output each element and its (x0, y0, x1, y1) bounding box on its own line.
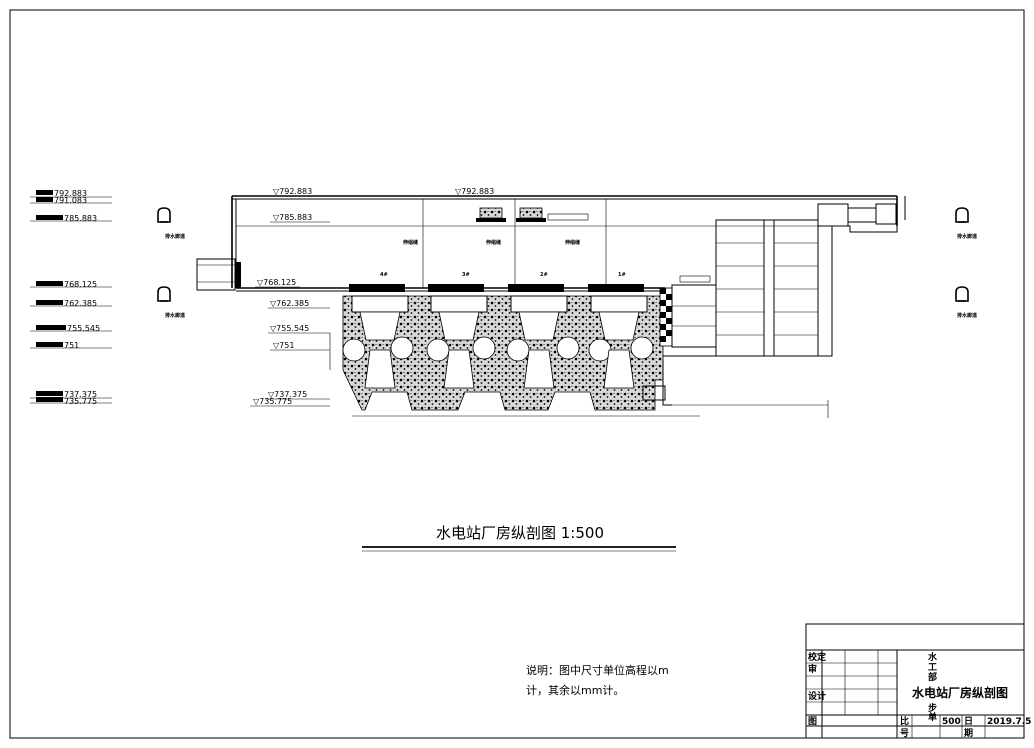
tb-review: 校定 (808, 651, 827, 663)
unit-label-1: 1# (618, 272, 626, 278)
elev-left-2: 791.083 (54, 196, 87, 205)
drainage-gallery-left-upper: 排水廊道 (157, 207, 185, 240)
drainage-label-left-lower: 排水廊道 (165, 312, 185, 319)
unit-label-3: 3# (462, 272, 470, 278)
elev-left-9: 735.775 (64, 397, 97, 406)
drainage-gallery-left-lower: 排水廊道 (157, 286, 185, 319)
elev-turbine: ▽755.545 (270, 324, 309, 333)
elev-left-1: 792.883 (54, 189, 87, 198)
unit-block-4: 4# (342, 272, 414, 389)
elev-draft-b: ▽735.775 (253, 397, 292, 406)
elev-left-4: 768.125 (64, 280, 97, 289)
drainage-label-right-upper: 排水廊道 (957, 233, 977, 240)
expansion-joint-2: 伸缩缝 (485, 239, 501, 246)
elev-floor: ▽768.125 (257, 278, 296, 287)
drawing-title: 水电站厂房纵剖图 1:500 (436, 524, 604, 542)
tb-drawing-no: 图 (808, 716, 817, 727)
tb-scale-value: 500 (942, 717, 961, 727)
unit-block-1: 1# (588, 272, 654, 389)
unit-block-3: 3# (426, 272, 496, 389)
unit-label-4: 4# (380, 272, 388, 278)
elev-crane: ▽785.883 (273, 213, 312, 222)
elev-top-a: ▽792.883 (273, 187, 312, 196)
unit-block-2: 2# (506, 272, 580, 389)
elev-left-3: 785.883 (64, 214, 97, 223)
tb-org-3: 部 (928, 671, 937, 683)
tailrace-outline (662, 360, 672, 406)
elev-left-5: 762.385 (64, 299, 97, 308)
tb-org-2: 工 (928, 662, 937, 673)
drainage-label-left-upper: 排水廊道 (165, 233, 185, 240)
elev-spiral: ▽751 (273, 341, 294, 350)
note-line-1: 说明：图中尺寸单位高程以m (526, 663, 669, 677)
note-line-2: 计，其余以mm计。 (526, 683, 624, 697)
checker-block (659, 287, 673, 347)
elev-draft-a: ▽737.375 (268, 390, 307, 399)
tb-org-4: 步 (928, 702, 937, 714)
elev-top-b: ▽792.883 (455, 187, 494, 196)
expansion-joint-3: 伸缩缝 (564, 239, 580, 246)
tb-design: 设计 (808, 690, 826, 702)
powerhouse-superstructure (196, 195, 906, 292)
tb-number: 号 (900, 728, 909, 739)
drawing-frame (9, 9, 1025, 739)
tb-date-value: 2019.7.5 (987, 717, 1031, 727)
substructure-mass (342, 295, 664, 411)
drainage-gallery-right-lower: 排水廊道 (955, 286, 977, 319)
tb-org-1: 水 (928, 651, 938, 663)
tb-drawing-name: 水电站厂房纵剖图 (912, 685, 1008, 700)
tailrace-gate (642, 385, 666, 401)
tb-check: 审 (808, 663, 817, 675)
auxiliary-building (663, 203, 898, 357)
elev-left-8: 737.375 (64, 390, 97, 399)
section-elevations: ▽792.883 ▽792.883 ▽785.883 ▽768.125 ▽762… (250, 187, 494, 407)
elev-left-7: 751 (64, 341, 79, 350)
elev-gen-floor: ▽762.385 (270, 299, 309, 308)
expansion-joint-1: 伸缩缝 (402, 239, 418, 246)
tb-date-label: 日 (964, 716, 973, 727)
tb-scale-label: 比 (900, 715, 909, 727)
elevation-scale-left: 792.883 791.083 785.883 768.125 762.385 … (30, 189, 112, 406)
tb-date-period: 期 (964, 727, 973, 739)
tb-org-5: 单 (928, 711, 937, 723)
unit-label-2: 2# (540, 272, 548, 278)
elev-left-6: 755.545 (67, 324, 100, 333)
title-block: 校定 审 设计 图 比 号 500 日 期 2019.7.5 水 工 部 步 单… (805, 623, 1031, 739)
drainage-label-right-lower: 排水廊道 (957, 312, 977, 319)
drainage-gallery-right-upper: 排水廊道 (955, 207, 977, 240)
